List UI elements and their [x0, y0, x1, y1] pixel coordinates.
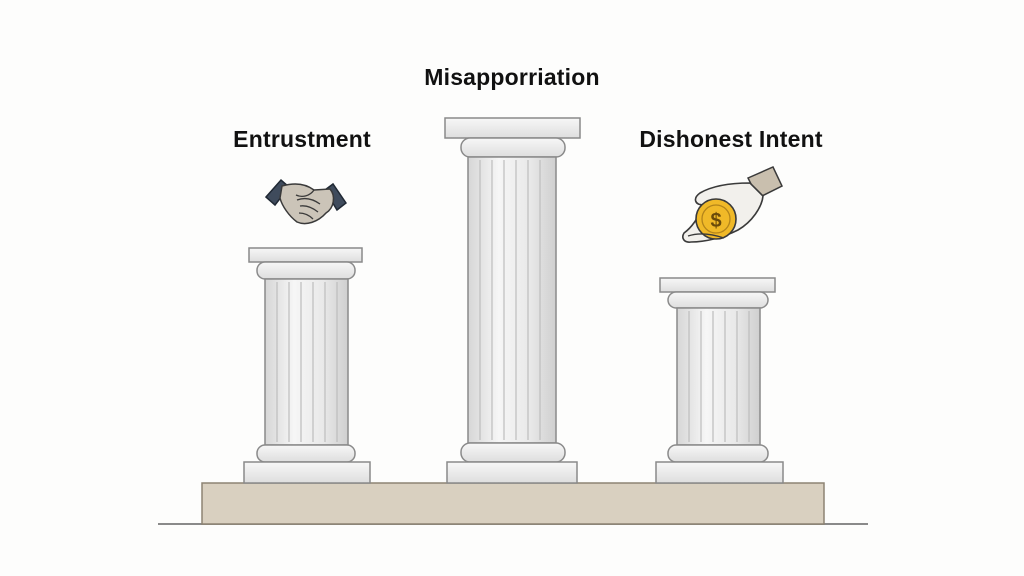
coin-symbol: $	[710, 210, 721, 232]
pillar-dishonest-intent	[655, 277, 784, 484]
label-entrustment: Entrustment	[233, 126, 371, 152]
label-misappropriation: Misapporriation	[424, 64, 600, 90]
pillar-entrustment	[243, 247, 371, 484]
base-platform	[201, 482, 825, 525]
handshake-icon	[264, 178, 348, 225]
label-dishonest-intent: Dishonest Intent	[639, 126, 823, 152]
pillar-misappropriation	[444, 117, 581, 484]
hand-with-coin-icon: $	[682, 166, 783, 243]
